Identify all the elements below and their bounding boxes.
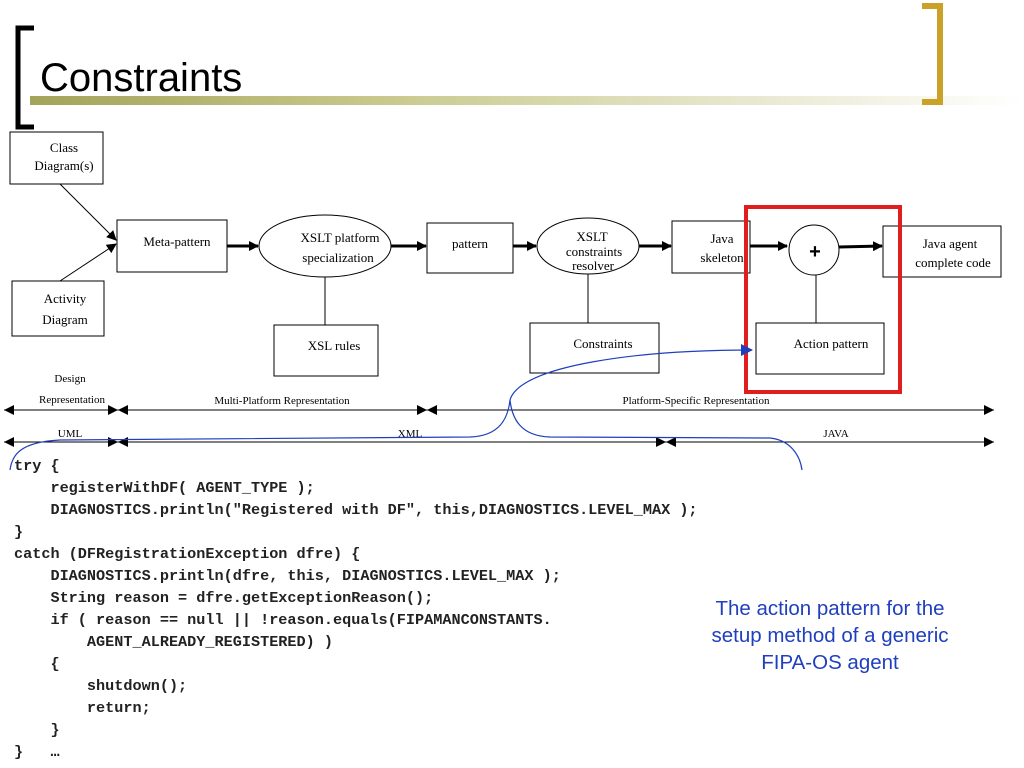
pattern-box: pattern — [426, 222, 514, 274]
design-label-1: Design — [54, 373, 86, 385]
design-label-2: Representation — [39, 394, 105, 406]
java-agent-label-1: Java agent — [923, 236, 978, 251]
code-line: shutdown(); — [14, 677, 188, 695]
action-pattern-highlight — [744, 205, 902, 394]
xml-label: XML — [398, 428, 423, 440]
activity-diagram-box: Activity Diagram — [11, 280, 105, 337]
xslt-constraints-label-1: XSLT — [576, 229, 607, 244]
java-skeleton-box: Java skeleton — [671, 220, 751, 274]
slide-caption: The action pattern for the setup method … — [670, 595, 990, 676]
code-line: } — [14, 721, 60, 739]
class-diagram-label-2: Diagram(s) — [34, 158, 93, 173]
code-line: DIAGNOSTICS.println("Registered with DF"… — [14, 501, 698, 519]
xslt-platform-label-2: specialization — [302, 250, 374, 265]
constraints-box: Constraints — [529, 322, 660, 374]
arrow-plus-to-agent — [838, 241, 883, 252]
code-line: registerWithDF( AGENT_TYPE ); — [14, 479, 315, 497]
representation-row-1: Design Representation Multi-Platform Rep… — [4, 373, 994, 415]
meta-pattern-box: Meta-pattern — [116, 219, 228, 273]
right-bracket-icon — [922, 3, 943, 105]
action-pattern-label: Action pattern — [794, 336, 869, 351]
title-underline-bar — [30, 96, 1024, 105]
code-line: String reason = dfre.getExceptionReason(… — [14, 589, 434, 607]
plus-circle: + — [788, 224, 840, 276]
code-line: DIAGNOSTICS.println(dfre, this, DIAGNOST… — [14, 567, 561, 585]
class-diagram-box: Class Diagram(s) — [9, 131, 104, 185]
caption-line-3: FIPA-OS agent — [761, 651, 899, 674]
caption-line-2: setup method of a generic — [711, 624, 949, 647]
constraints-label: Constraints — [573, 336, 632, 351]
java-skeleton-label-1: Java — [710, 231, 733, 246]
code-block: try { registerWithDF( AGENT_TYPE ); DIAG… — [14, 455, 698, 763]
xslt-constraints-ellipse: XSLT constraints resolver — [536, 217, 640, 275]
pointer-arrow — [509, 344, 753, 401]
pattern-label: pattern — [452, 236, 489, 251]
code-line: try { — [14, 457, 60, 475]
action-pattern-box: Action pattern — [755, 322, 885, 375]
platform-specific-label: Platform-Specific Representation — [623, 395, 770, 407]
code-line: catch (DFRegistrationException dfre) { — [14, 545, 361, 563]
arrow-class-to-meta — [59, 183, 117, 241]
multi-platform-label: Multi-Platform Representation — [214, 395, 350, 407]
left-bracket-icon — [15, 25, 34, 130]
xslt-platform-label-1: XSLT platform — [300, 230, 379, 245]
uml-label: UML — [58, 428, 83, 440]
activity-diagram-label-2: Diagram — [42, 312, 87, 327]
code-line: return; — [14, 699, 151, 717]
code-line: if ( reason == null || !reason.equals(FI… — [14, 611, 552, 629]
meta-pattern-label: Meta-pattern — [143, 234, 211, 249]
xslt-platform-ellipse: XSLT platform specialization — [258, 214, 392, 278]
code-line: } … — [14, 743, 60, 761]
class-diagram-label-1: Class — [50, 140, 78, 155]
activity-diagram-label-1: Activity — [44, 291, 87, 306]
plus-icon: + — [809, 241, 821, 263]
code-line: } — [14, 523, 24, 541]
code-brace — [9, 399, 803, 471]
code-line: { — [14, 655, 60, 673]
slide-title: Constraints — [40, 56, 243, 100]
xslt-constraints-label-3: resolver — [572, 258, 615, 273]
xslt-constraints-label-2: constraints — [566, 244, 622, 259]
representation-row-2: UML XML JAVA — [4, 428, 994, 447]
java-label: JAVA — [823, 428, 848, 440]
java-skeleton-label-2: skeleton — [700, 250, 744, 265]
caption-line-1: The action pattern for the — [715, 597, 945, 620]
code-line: AGENT_ALREADY_REGISTERED) ) — [14, 633, 333, 651]
xsl-rules-label: XSL rules — [308, 338, 361, 353]
java-agent-label-2: complete code — [915, 255, 991, 270]
java-agent-box: Java agent complete code — [882, 225, 1002, 278]
arrow-activity-to-meta — [59, 243, 117, 282]
xsl-rules-box: XSL rules — [273, 324, 379, 377]
